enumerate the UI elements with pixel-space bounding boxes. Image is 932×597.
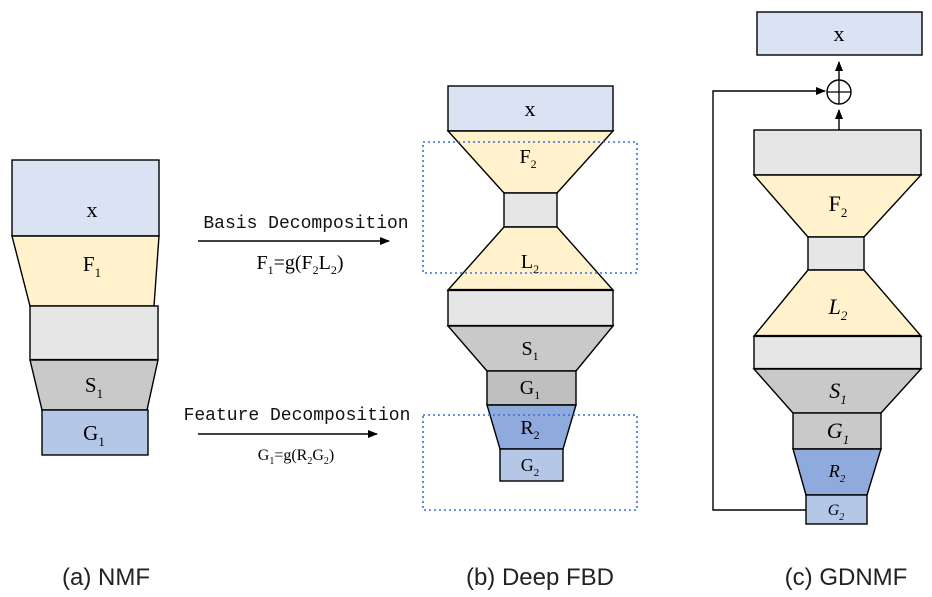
a-x-label: x <box>87 197 98 222</box>
basis-formula: F1=g(F2L2) <box>256 252 343 277</box>
b-g2-box <box>499 448 564 482</box>
c-bottleneck-box <box>807 236 865 271</box>
a-s1-label: S1 <box>85 373 103 401</box>
c-x-label: x <box>834 21 845 46</box>
b-l2-label: L2 <box>521 251 539 276</box>
c-g1-box <box>792 412 882 450</box>
panel-a-nmf: x F1 S1 G1 <box>11 159 160 456</box>
b-basis-dotted-frame <box>422 141 638 274</box>
basis-decomposition-arrow: Basis Decomposition F1=g(F2L2) <box>198 214 409 277</box>
caption-c: (c) GDNMF <box>785 564 908 591</box>
b-x-label: x <box>525 96 536 121</box>
a-x-box <box>11 159 160 237</box>
b-bottleneck-box <box>503 192 558 228</box>
c-s1-label: S1 <box>829 378 847 407</box>
c-top-box <box>753 129 922 176</box>
c-r2-label: R2 <box>828 461 846 485</box>
b-middle-box <box>447 289 614 327</box>
c-f2-label: F2 <box>829 191 848 220</box>
b-f2-label: F2 <box>519 146 536 171</box>
c-g2-label: G2 <box>828 502 845 523</box>
feature-decomposition-label: Feature Decomposition <box>184 406 411 426</box>
c-g1-label: G1 <box>827 418 849 447</box>
b-feature-dotted-frame <box>422 414 638 511</box>
panel-c-gdnmf: x F2 L2 S1 G1 R2 G2 <box>712 11 923 525</box>
caption-b: (b) Deep FBD <box>466 564 614 591</box>
b-g1-label: G1 <box>520 377 540 402</box>
a-g1-box <box>41 409 149 456</box>
panel-b-deep-fbd: x F2 L2 S1 G1 R2 G2 <box>422 85 638 511</box>
caption-a: (a) NMF <box>62 564 150 591</box>
c-l2-label: L2 <box>828 294 848 323</box>
a-f1-label: F1 <box>83 252 101 280</box>
b-g2-label: G2 <box>521 455 540 479</box>
feature-decomposition-arrow: Feature Decomposition G1=g(R2G2) <box>184 406 411 467</box>
b-r2-label: R2 <box>520 417 539 442</box>
a-g1-label: G1 <box>83 421 105 449</box>
basis-decomposition-label: Basis Decomposition <box>203 214 408 234</box>
a-middle-box <box>29 305 159 361</box>
feature-formula: G1=g(R2G2) <box>258 447 334 467</box>
c-g2-box <box>805 494 868 525</box>
b-s1-label: S1 <box>521 338 538 363</box>
c-x-box <box>756 11 923 56</box>
c-skip-connection <box>712 87 826 511</box>
c-middle-box <box>753 335 922 370</box>
